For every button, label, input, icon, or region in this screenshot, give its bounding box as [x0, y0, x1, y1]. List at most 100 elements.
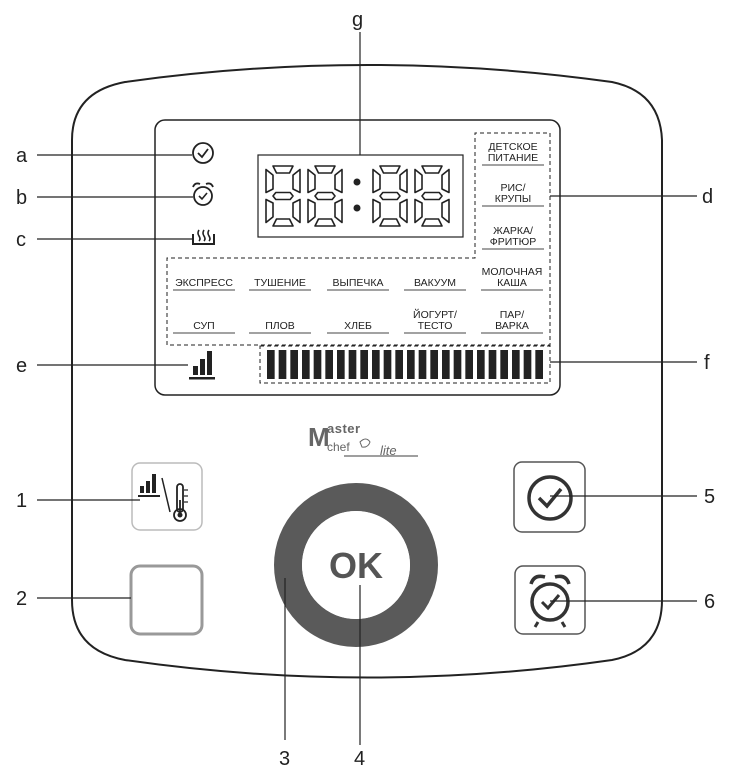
progress-segment — [290, 350, 298, 379]
digit-segment — [441, 168, 450, 194]
digit-segment — [421, 218, 443, 227]
digit-segment — [379, 218, 401, 227]
clock-icon — [527, 475, 573, 521]
digit-segment — [292, 198, 301, 224]
digit-segment — [372, 198, 381, 224]
program-label: КАША — [497, 277, 527, 289]
progress-segment — [360, 350, 368, 379]
clock-icon — [192, 142, 214, 164]
digit-segment — [314, 218, 336, 227]
digit-segment — [441, 198, 450, 224]
callout-6: 6 — [704, 591, 715, 613]
callout-c: c — [16, 229, 26, 251]
callout-d: d — [702, 186, 713, 208]
digit-segment — [334, 198, 343, 224]
progress-segment — [278, 350, 287, 379]
callout-4: 4 — [354, 748, 365, 770]
program-label: ТЕСТО — [418, 320, 453, 332]
ok-dial-ring[interactable] — [274, 483, 438, 647]
digit-segment — [307, 168, 316, 194]
digit-segment — [314, 165, 336, 174]
digit-segment — [379, 191, 401, 201]
digit-segment — [372, 168, 381, 194]
digit-segment — [414, 168, 423, 194]
callout-1: 1 — [16, 490, 27, 512]
program-label: КРУПЫ — [495, 193, 531, 205]
progress-segment — [313, 350, 322, 379]
digit-segment — [314, 191, 336, 201]
timer-button[interactable] — [513, 461, 586, 533]
program-area-border — [166, 132, 551, 346]
progress-segment — [267, 350, 275, 379]
program-label: ПАР/ — [500, 309, 525, 321]
progress-segment — [302, 350, 310, 379]
digit-segment — [421, 191, 443, 201]
program-label: МОЛОЧНАЯ — [482, 266, 543, 278]
colon-dot — [353, 178, 361, 186]
callout-g: g — [352, 9, 363, 31]
callout-5: 5 — [704, 486, 715, 508]
program-label: СУП — [193, 320, 214, 332]
power-temperature-icon — [138, 474, 188, 522]
progress-bar-frame — [259, 345, 551, 384]
progress-segment — [430, 350, 438, 379]
panel-outline — [71, 64, 663, 679]
progress-segment — [407, 350, 415, 379]
program-label: ХЛЕБ — [344, 320, 372, 332]
alarm-clock-icon — [192, 182, 214, 206]
blank-button[interactable] — [129, 564, 204, 636]
ok-button[interactable] — [302, 511, 410, 619]
program-label: ВАРКА — [495, 320, 529, 332]
digit-segment — [265, 168, 274, 194]
program-label: ПЛОВ — [265, 320, 295, 332]
progress-bar-segments — [267, 350, 543, 379]
callout-lines — [37, 32, 697, 745]
brand-line3: lite — [380, 443, 397, 458]
alarm-clock-icon — [529, 574, 571, 628]
digit-segment — [414, 198, 423, 224]
progress-segment — [337, 350, 345, 379]
progress-segment — [488, 350, 497, 379]
program-label: РИС/ — [500, 182, 525, 194]
power-temperature-button[interactable] — [131, 462, 203, 531]
brand-logo: M aster chef lite — [308, 421, 418, 458]
progress-segment — [372, 350, 380, 379]
lcd-display — [154, 119, 561, 396]
digit-segment — [307, 198, 316, 224]
progress-segment — [477, 350, 485, 379]
progress-segment — [453, 350, 462, 379]
callout-3: 3 — [279, 748, 290, 770]
program-label: ВЫПЕЧКА — [333, 277, 384, 289]
callout-a: a — [16, 145, 28, 167]
callout-e: e — [16, 355, 27, 377]
seven-segment-digits — [265, 165, 450, 227]
program-label: ТУШЕНИЕ — [254, 277, 306, 289]
progress-segment — [523, 350, 532, 379]
keep-warm-icon — [192, 229, 215, 245]
program-label: ВАКУУМ — [414, 277, 456, 289]
digit-segment — [379, 165, 401, 174]
program-label: ПИТАНИЕ — [488, 152, 538, 164]
program-label: ДЕТСКОЕ — [488, 141, 537, 153]
progress-segment — [512, 350, 520, 379]
brand-line1: aster — [327, 421, 361, 436]
digit-segment — [399, 198, 408, 224]
progress-segment — [418, 350, 427, 379]
delayed-start-button[interactable] — [514, 565, 586, 635]
progress-segment — [465, 350, 473, 379]
digit-segment — [272, 191, 294, 201]
progress-segment — [348, 350, 357, 379]
program-label: ЖАРКА/ — [493, 225, 533, 237]
progress-segment — [442, 350, 450, 379]
brand-line2: chef — [327, 440, 350, 454]
ok-label: OK — [329, 545, 383, 586]
program-label: ФРИТЮР — [490, 236, 537, 248]
progress-segment — [395, 350, 403, 379]
program-label: ЙОГУРТ/ — [413, 308, 457, 321]
power-level-icon — [189, 351, 215, 380]
digit-segment — [399, 168, 408, 194]
program-label: ЭКСПРЕСС — [175, 277, 233, 289]
progress-segment — [500, 350, 508, 379]
digit-segment — [292, 168, 301, 194]
